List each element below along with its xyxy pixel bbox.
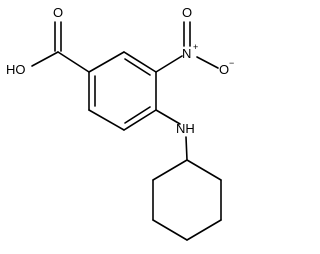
- ring-bond-c5-c6: [88, 109, 125, 131]
- ring-bond-c2-c3: [123, 51, 157, 73]
- nitro-right-oxygen-label: O: [219, 62, 229, 77]
- ring-bond-c1-c2: [88, 51, 125, 73]
- bond-carbon-to-hydroxyl: [31, 51, 59, 67]
- bond-amine-to-cyclohexyl: [185, 136, 188, 161]
- bond-nitrogen-to-right-oxygen: [196, 56, 219, 69]
- nitro-positive-charge: +: [193, 42, 198, 52]
- nitro-group: N + O O −: [155, 5, 234, 77]
- bond-ring-to-amine: [155, 109, 181, 125]
- cyclohexane-bond-6: [186, 159, 222, 181]
- chemical-structure: O HO N + O O − NH: [6, 5, 234, 241]
- hydroxyl-label: HO: [6, 62, 26, 77]
- amine-label: NH: [176, 121, 195, 136]
- ring-bond-c2-c3-inner: [124, 58, 151, 76]
- ring-bond-c4-c5: [123, 109, 157, 131]
- cyclohexane-bond-1: [152, 159, 188, 181]
- carbonyl-oxygen-label: O: [53, 5, 63, 20]
- cyclohexane-ring: [152, 159, 222, 241]
- nitro-top-oxygen-label: O: [182, 5, 192, 20]
- benzene-ring: [88, 51, 157, 131]
- nitro-nitrogen-label: N: [182, 46, 191, 61]
- nitro-negative-charge: −: [229, 58, 234, 68]
- carboxylic-acid-group: O HO: [6, 5, 90, 77]
- bond-ring-to-nitro-nitrogen: [155, 55, 183, 73]
- bond-ring-to-carboxyl-carbon: [57, 51, 90, 73]
- amine-linker: NH: [155, 109, 195, 161]
- ring-bond-c4-c5-inner: [124, 106, 151, 124]
- cyclohexane-bond-4: [186, 219, 222, 241]
- cyclohexane-bond-3: [152, 219, 188, 241]
